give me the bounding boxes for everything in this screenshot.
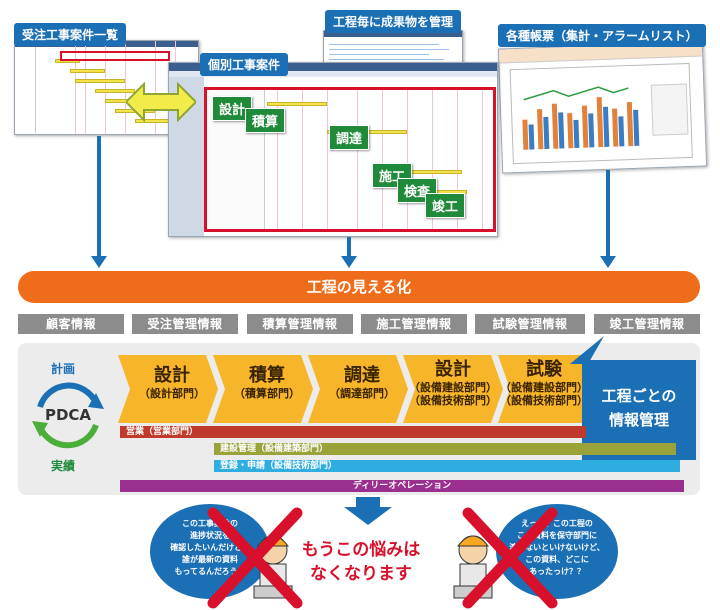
visualization-banner: 工程の見える化: [18, 271, 700, 303]
step-estimate: 積算: [245, 108, 286, 133]
step-completion: 竣工: [425, 193, 466, 218]
info-construction: 施工管理情報: [361, 314, 467, 334]
phase-design: 設計（設計部門）: [139, 365, 205, 400]
phase-chevrons: [118, 355, 588, 423]
slogan: もうこの悩みは なくなります: [301, 540, 421, 584]
case-detail-label: 個別工事案件: [200, 53, 289, 76]
phase-estimate: 積算（積算部門）: [234, 365, 300, 400]
info-order: 受注管理情報: [132, 314, 238, 334]
down-arrow-center: [347, 237, 351, 258]
pdca-plan-label: 計画: [51, 362, 76, 376]
down-arrow-left: [97, 136, 101, 258]
down-arrow-right: [606, 170, 610, 258]
reports-screenshot: [497, 41, 708, 174]
phase-procurement: 調達（調達部門）: [329, 365, 395, 400]
link-arrow: [126, 82, 196, 122]
step-procurement: 調達: [329, 125, 370, 150]
info-test: 試験管理情報: [475, 314, 585, 334]
reports-label: 各種帳票（集計・アラームリスト）: [498, 24, 706, 47]
band-daily-ops: ディリーオペレーション: [120, 480, 684, 492]
info-customer: 顧客情報: [18, 314, 124, 334]
case-list-label: 受注工事案件一覧: [14, 23, 127, 46]
pdca-cycle-icon: [32, 382, 104, 449]
info-completion: 竣工管理情報: [594, 314, 700, 334]
pdca-result-label: 実績: [51, 459, 76, 473]
band-registration: 登録・申請（設備技術部門）: [214, 460, 680, 472]
deliverable-label: 工程毎に成果物を管理: [325, 10, 462, 33]
band-construction-mgmt: 建設管理（設備建築部門）: [214, 443, 676, 455]
pdca-label: PDCA: [44, 406, 92, 424]
phase-facility-design: 設計（設備建設部門）（設備技術部門）: [409, 359, 497, 407]
info-estimate: 積算管理情報: [247, 314, 353, 334]
cross-mark-left-icon: [207, 507, 303, 609]
cross-mark-right-icon: [462, 507, 558, 609]
phase-test: 試験（設備建設部門）（設備技術部門）: [500, 359, 588, 407]
report-chart: [522, 83, 689, 150]
band-sales: 営業（営業部門）: [120, 426, 586, 438]
down-arrow-bottom: [356, 497, 380, 507]
